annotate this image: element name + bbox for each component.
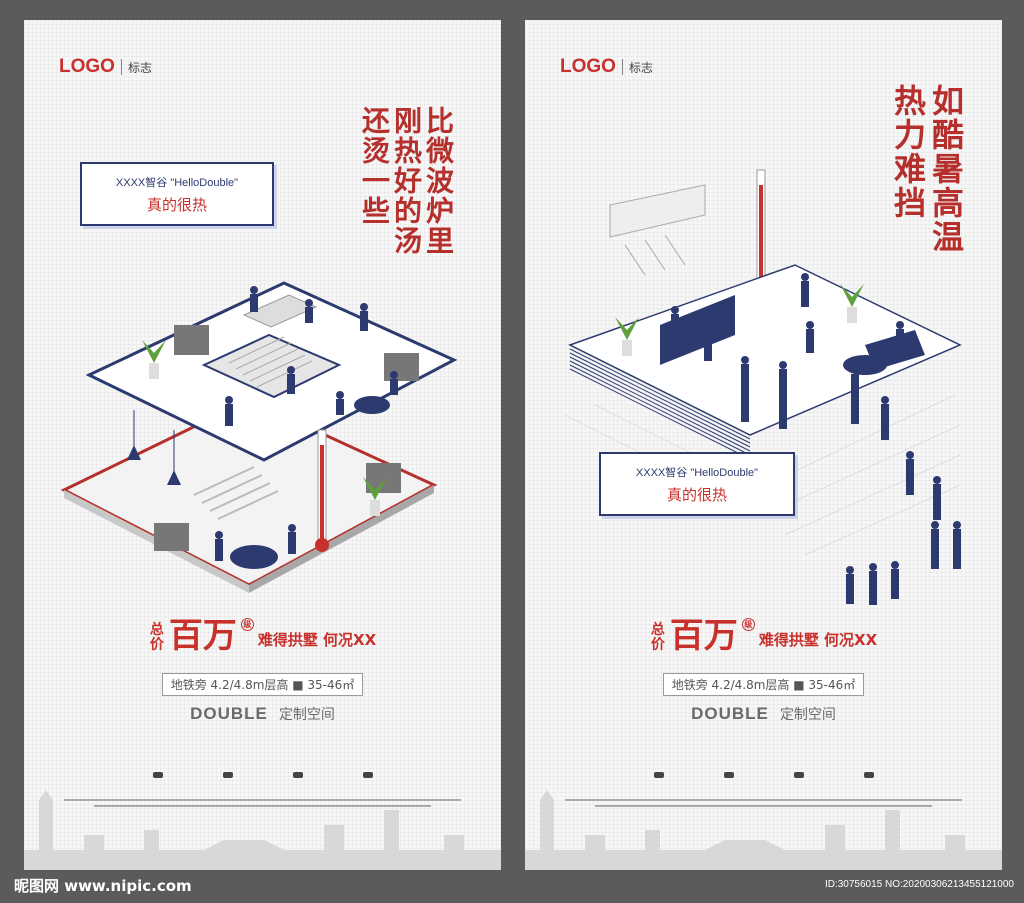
cabinet: [174, 325, 209, 355]
office-illustration: [565, 169, 962, 605]
round-table: [354, 396, 390, 414]
logo-subtitle: 标志: [127, 60, 152, 75]
plant-icon: [142, 340, 166, 379]
price-amount: 百万: [669, 616, 738, 656]
thermometer-icon: [315, 429, 329, 552]
logo: LOGO 标志: [59, 56, 152, 78]
bubble-line-2: 真的很热: [666, 486, 727, 504]
poster-right: LOGO 标志 如酷暑高温 热力难挡: [525, 20, 1002, 870]
fine-print: [565, 795, 962, 811]
headline-col-2: 刚热好的汤: [390, 106, 423, 256]
reception-desk: [660, 295, 735, 365]
logo-divider: [120, 59, 122, 75]
partner-logo: [779, 772, 819, 779]
platform-edge: [569, 348, 751, 460]
brand-line: DOUBLE 定制空间: [525, 704, 1002, 724]
brand-name: DOUBLE: [691, 704, 769, 723]
price-tagline: 难得拱墅 何况XX: [257, 631, 377, 649]
spec-box: 地铁旁 4.2/4.8m层高 ■ 35-46㎡: [525, 673, 1002, 696]
speech-bubble: XXXX智谷 "HelloDouble" 真的很热: [599, 452, 795, 516]
lower-floor-edge-right: [249, 485, 434, 593]
air-conditioner-icon: [609, 184, 706, 276]
cabinet: [154, 523, 189, 551]
price-label: 总价: [650, 622, 665, 653]
partner-logo: [278, 772, 318, 779]
price-block: 总价 百万 级 难得拱墅 何况XX: [525, 618, 1002, 653]
price-level-badge: 级: [741, 618, 755, 631]
round-table: [230, 545, 278, 569]
lower-stairs: [193, 466, 279, 520]
headline-col-1: 比微波炉里: [422, 106, 455, 256]
desk: [242, 294, 318, 328]
partner-logos: [525, 772, 1002, 779]
partner-logo: [348, 772, 388, 779]
city-skyline: [525, 790, 1002, 870]
people: [671, 273, 961, 605]
plant-icon: [363, 477, 387, 516]
price-tagline: 难得拱墅 何况XX: [758, 631, 878, 649]
headline-col-3: 还烫一些: [358, 106, 391, 226]
cabinet: [384, 353, 419, 381]
logo: LOGO 标志: [560, 56, 653, 78]
sofa: [865, 330, 925, 370]
price-block: 总价 百万 级 难得拱墅 何况XX: [24, 618, 501, 653]
headline-col-2: 热力难挡: [889, 84, 927, 220]
brand-name: DOUBLE: [190, 704, 268, 723]
partner-logos: [24, 772, 501, 779]
bubble-line-2: 真的很热: [146, 196, 207, 214]
spec-text: 地铁旁 4.2/4.8m层高 ■ 35-46㎡: [161, 673, 364, 696]
partner-logo: [138, 772, 178, 779]
spec-box: 地铁旁 4.2/4.8m层高 ■ 35-46㎡: [24, 673, 501, 696]
speech-bubble: XXXX智谷 "HelloDouble" 真的很热: [80, 162, 274, 226]
platform: [568, 264, 962, 436]
plant-icon: [840, 284, 864, 323]
price-level-badge: 级: [240, 618, 254, 631]
price-label: 总价: [149, 622, 164, 653]
logo-divider: [621, 59, 623, 75]
city-skyline: [24, 790, 501, 870]
watermark-id: ID:30756015 NO:20200306213455121000: [824, 879, 1014, 890]
bubble-line-1: XXXX智谷 "HelloDouble": [115, 177, 239, 189]
people: [215, 286, 398, 561]
lamp-icon: [127, 445, 141, 460]
logo-text: LOGO: [59, 56, 115, 77]
partner-logo: [709, 772, 749, 779]
partner-logo: [849, 772, 889, 779]
plant-icon: [615, 317, 639, 356]
partner-logo: [639, 772, 679, 779]
lamp-icon: [167, 470, 181, 485]
price-amount: 百万: [168, 616, 237, 656]
partner-logo: [208, 772, 248, 779]
stair-opening: [201, 333, 342, 399]
watermark-site: 昵图网 www.nipic.com: [14, 877, 192, 895]
logo-subtitle: 标志: [628, 60, 653, 75]
poster-left: LOGO 标志 比微波炉里 刚热好的汤 还烫一些: [24, 20, 501, 870]
stairs: [228, 336, 313, 388]
brand-line: DOUBLE 定制空间: [24, 704, 501, 724]
fine-print: [64, 795, 461, 811]
headline-col-1: 如酷暑高温: [927, 84, 965, 254]
brand-subtitle: 定制空间: [779, 707, 836, 723]
bubble-line-1: XXXX智谷 "HelloDouble": [635, 467, 759, 479]
brand-subtitle: 定制空间: [278, 707, 335, 723]
spec-text: 地铁旁 4.2/4.8m层高 ■ 35-46㎡: [662, 673, 865, 696]
office-illustration: [60, 281, 458, 593]
logo-text: LOGO: [560, 56, 616, 77]
